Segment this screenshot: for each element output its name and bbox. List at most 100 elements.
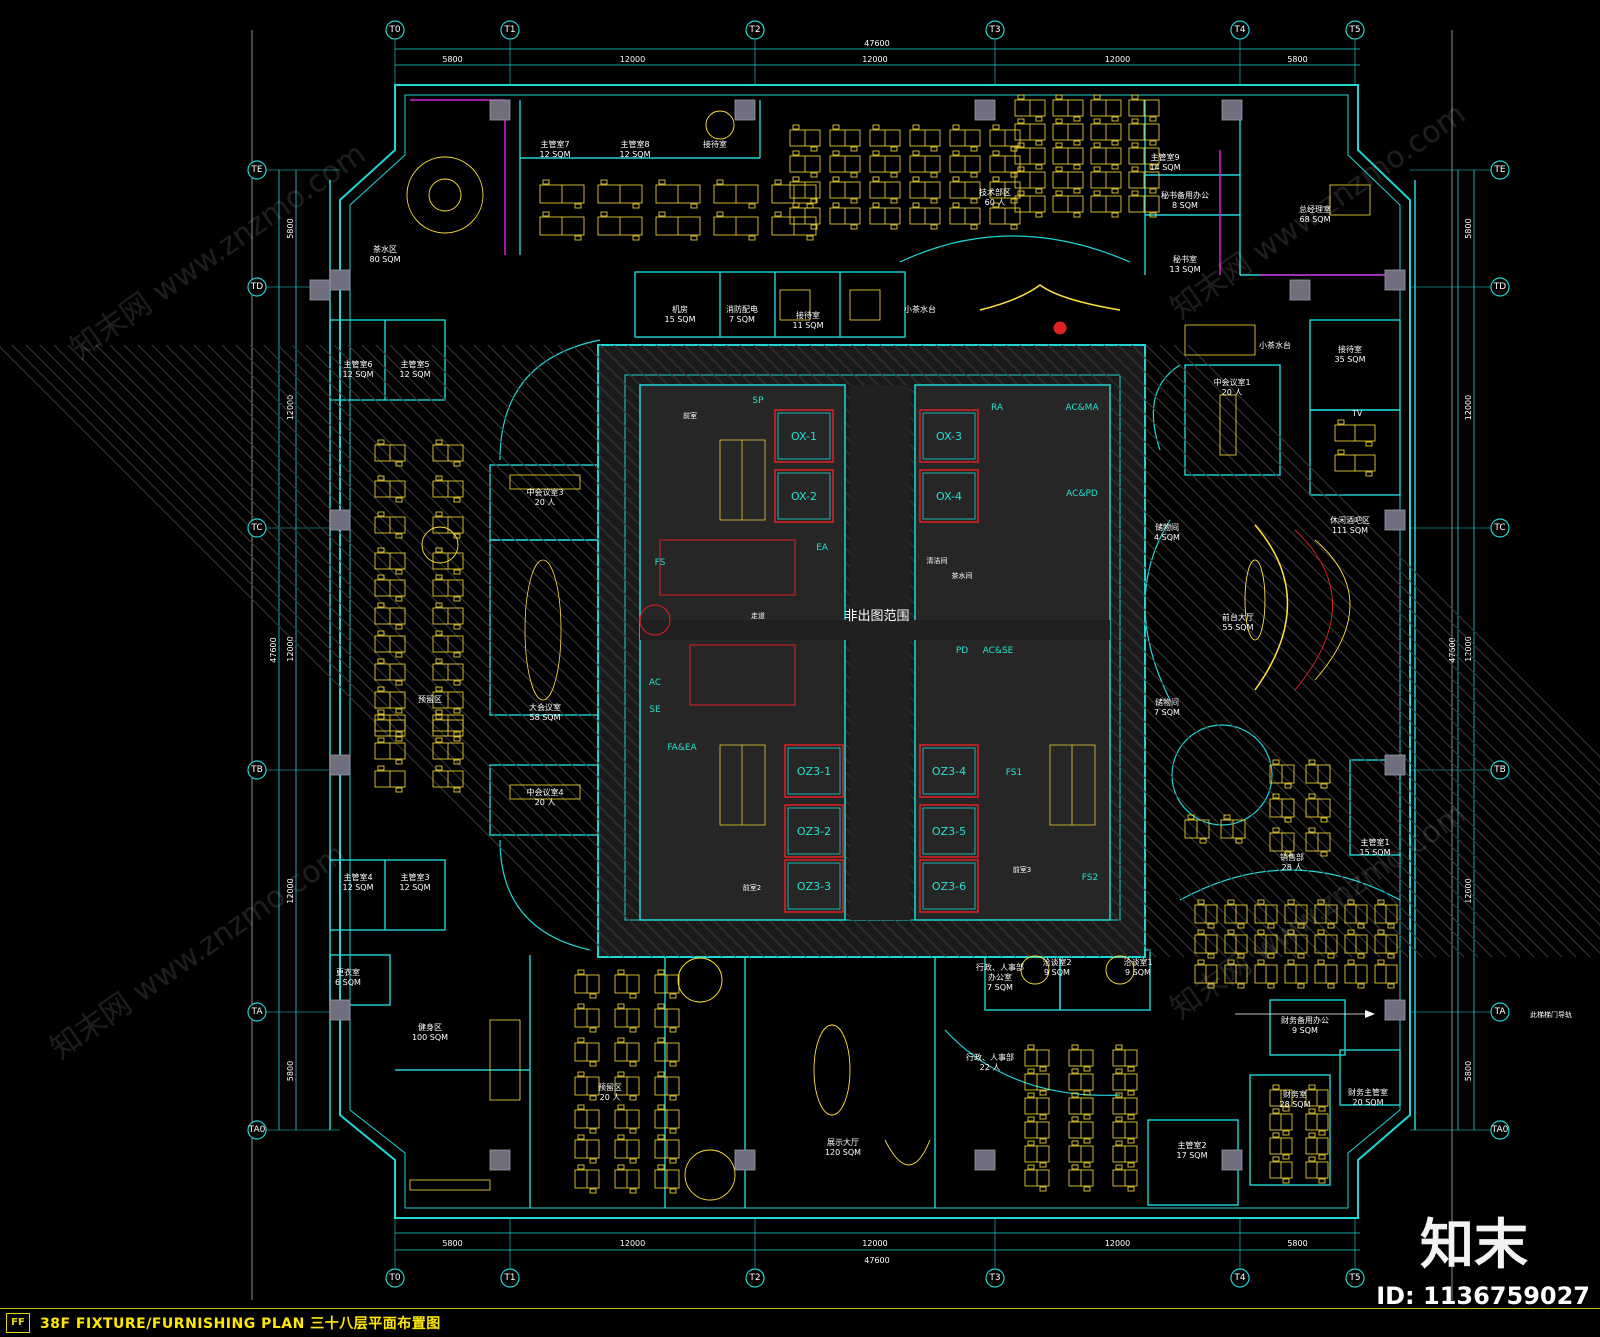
dimension-text: 12000	[1105, 55, 1130, 64]
svg-text:接待室: 接待室	[1338, 344, 1362, 354]
grid-label: TA	[251, 1007, 264, 1017]
svg-text:12 SQM: 12 SQM	[343, 883, 374, 892]
structural-column	[1221, 99, 1243, 121]
dimension-text: 47600	[864, 39, 889, 48]
structural-column	[489, 1149, 511, 1171]
grid-bubble-right: TA	[1490, 1002, 1510, 1022]
watermark-id: ID: 1136759027	[1376, 1282, 1590, 1310]
svg-text:22 人: 22 人	[980, 1063, 1001, 1072]
svg-text:OZ3-2: OZ3-2	[797, 825, 831, 838]
svg-text:7 SQM: 7 SQM	[729, 315, 755, 324]
structural-column	[329, 509, 351, 531]
grid-label: TC	[250, 523, 262, 533]
grid-bubble-right: TB	[1490, 760, 1510, 780]
svg-text:80 SQM: 80 SQM	[370, 255, 401, 264]
grid-bubble-bottom: T0	[385, 1268, 405, 1288]
svg-text:20 人: 20 人	[535, 798, 556, 807]
svg-text:财务室: 财务室	[1283, 1089, 1307, 1099]
svg-text:55 SQM: 55 SQM	[1223, 623, 1254, 632]
svg-text:15 SQM: 15 SQM	[665, 315, 696, 324]
svg-text:主管室8: 主管室8	[620, 139, 649, 149]
svg-text:OX-2: OX-2	[791, 490, 817, 503]
svg-text:此梯梯门导轨: 此梯梯门导轨	[1530, 1010, 1572, 1019]
structural-column	[1289, 279, 1311, 301]
svg-text:中会议室1: 中会议室1	[1213, 377, 1250, 387]
shaft-5: OZ3-2	[784, 804, 844, 858]
svg-text:7 SQM: 7 SQM	[987, 983, 1013, 992]
core-small-label: 茶水间	[952, 571, 973, 580]
plan-title: 38F FIXTURE/FURNISHING PLAN 三十八层平面布置图	[40, 1316, 441, 1332]
structural-column	[1384, 269, 1406, 291]
dimension-text: 5800	[1464, 218, 1473, 238]
core-label: 非出图范围	[844, 609, 909, 624]
core-tag: PD	[956, 646, 968, 656]
core-tag: FS1	[1006, 768, 1022, 778]
core-small-label: 走道	[751, 611, 765, 620]
grid-bubble-top: T1	[500, 20, 520, 40]
svg-text:12 SQM: 12 SQM	[540, 150, 571, 159]
core-tag: SP	[752, 396, 764, 406]
svg-text:机房: 机房	[672, 304, 688, 314]
svg-text:财务主管室: 财务主管室	[1348, 1087, 1388, 1097]
svg-text:大会议室: 大会议室	[529, 702, 561, 712]
core-tag: AC&PD	[1066, 489, 1098, 499]
svg-text:13 SQM: 13 SQM	[1170, 265, 1201, 274]
grid-bubble-left: TE	[247, 160, 267, 180]
exit-arrow-note: 此梯梯门导轨 TV	[1235, 409, 1572, 1019]
structural-column	[974, 99, 996, 121]
structural-column	[329, 754, 351, 776]
dimension-text: 47600	[864, 1256, 889, 1265]
grid-bubble-right: TC	[1490, 518, 1510, 538]
dimension-text: 12000	[1105, 1239, 1130, 1248]
room-label-small-tea-top: 小茶水台	[904, 304, 936, 314]
grid-label: T2	[748, 25, 760, 35]
dimension-text: 12000	[620, 1239, 645, 1248]
svg-text:主管室1: 主管室1	[1360, 837, 1389, 847]
grid-label: TC	[1493, 523, 1505, 533]
shaft-4: OZ3-1	[784, 744, 844, 798]
grid-label: T1	[503, 1273, 515, 1283]
grid-label: T0	[388, 1273, 400, 1283]
shaft-3: OX-4	[919, 469, 979, 523]
svg-text:技术部区: 技术部区	[979, 187, 1011, 197]
dimension-text: 5800	[1287, 55, 1307, 64]
svg-text:20 人: 20 人	[600, 1093, 621, 1102]
svg-text:9 SQM: 9 SQM	[1292, 1026, 1318, 1035]
svg-text:接待室: 接待室	[796, 310, 820, 320]
svg-text:60 人: 60 人	[985, 198, 1006, 207]
svg-text:12 SQM: 12 SQM	[400, 370, 431, 379]
grid-bubble-left: TA	[247, 1002, 267, 1022]
dimension-text: 5800	[442, 1239, 462, 1248]
svg-text:OX-4: OX-4	[936, 490, 962, 503]
structural-column	[1221, 1149, 1243, 1171]
core-tag: SE	[649, 705, 661, 715]
grid-label: TD	[1493, 282, 1506, 292]
svg-text:中会议室4: 中会议室4	[526, 787, 563, 797]
dimension-text: 47600	[1448, 637, 1457, 662]
svg-text:20 人: 20 人	[535, 498, 556, 507]
grid-label: T5	[1348, 25, 1360, 35]
grid-bubble-top: T3	[985, 20, 1005, 40]
svg-text:OZ3-3: OZ3-3	[797, 880, 831, 893]
dimension-text: 12000	[862, 55, 887, 64]
core-small-label: 清洁间	[927, 556, 948, 565]
shaft-7: OZ3-4	[919, 744, 979, 798]
grid-label: TA0	[248, 1125, 266, 1135]
svg-text:洽谈室1: 洽谈室1	[1123, 957, 1152, 967]
core-tag: FS	[655, 558, 666, 568]
